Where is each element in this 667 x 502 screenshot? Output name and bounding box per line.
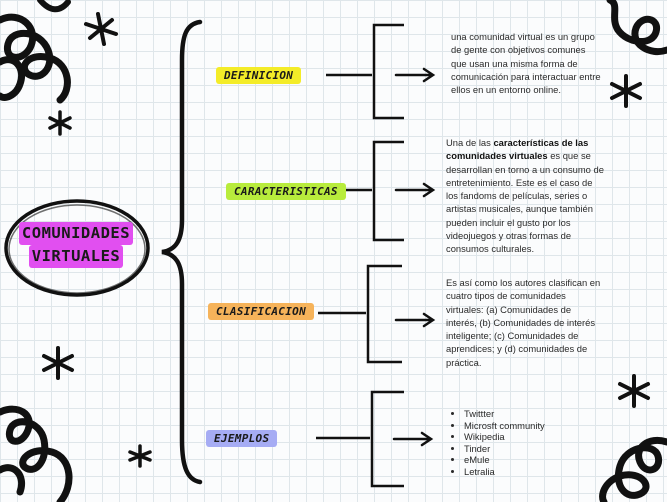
sub-bracket — [366, 264, 402, 364]
main-title-line2: VIRTUALES — [28, 245, 124, 268]
list-item: eMule — [464, 454, 608, 466]
sub-bracket — [370, 390, 404, 488]
desc-clasificacion: Es así como los autores clasifican en cu… — [446, 277, 601, 368]
label-definicion: DEFINICION — [216, 67, 302, 84]
squiggle-bottom-left-2 — [0, 464, 25, 496]
star-icon — [48, 110, 72, 136]
sub-bracket — [372, 140, 404, 242]
desc-definicion: una comunidad virtual es un grupo de gen… — [451, 31, 601, 96]
squiggle-bottom-left — [0, 405, 73, 502]
list-item: Letralia — [464, 466, 608, 478]
sub-bracket — [372, 23, 404, 120]
main-brace — [161, 19, 203, 485]
star-icon — [84, 12, 118, 46]
title-ellipse — [4, 199, 150, 297]
star-icon — [610, 74, 642, 108]
squiggle-top-left — [0, 13, 71, 104]
star-icon — [128, 444, 152, 468]
main-title: COMUNIDADES VIRTUALES — [6, 222, 146, 268]
label-ejemplos: EJEMPLOS — [206, 430, 278, 447]
star-icon — [618, 374, 650, 408]
squiggle-top-right — [606, 0, 667, 55]
arrow-icon — [394, 312, 436, 328]
star-icon — [42, 346, 74, 380]
list-ejemplos: Twittter Microsft community Wikipedia Ti… — [448, 408, 608, 477]
list-item: Tinder — [464, 443, 608, 455]
list-item: Microsft community — [464, 420, 608, 432]
label-caracteristicas: CARACTERISTICAS — [226, 183, 346, 200]
arrow-icon — [392, 431, 434, 447]
label-clasificacion: CLASIFICACION — [208, 303, 314, 320]
squiggle-top-left-2 — [0, 56, 25, 101]
list-item: Wikipedia — [464, 431, 608, 443]
desc-caracteristicas: Una de las características de las comuni… — [446, 137, 604, 255]
wave-top-left — [37, 0, 71, 13]
main-title-line1: COMUNIDADES — [18, 222, 134, 245]
arrow-icon — [394, 182, 436, 198]
arrow-icon — [394, 67, 436, 83]
squiggle-bottom-right — [599, 437, 667, 502]
list-item: Twittter — [464, 408, 608, 420]
